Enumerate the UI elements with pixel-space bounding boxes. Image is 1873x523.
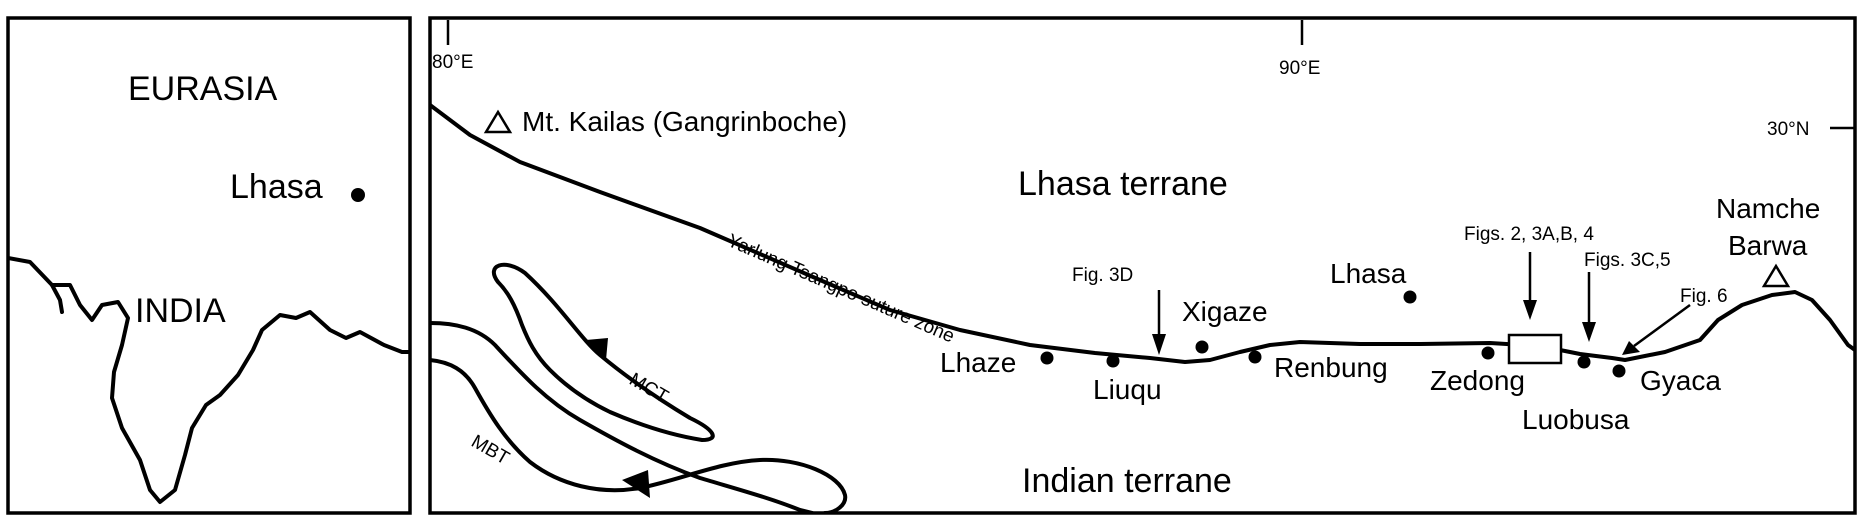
suture-zone-label: Yarlung Tsangpo suture zone [724, 230, 957, 347]
indian-terrane-label: Indian terrane [1022, 462, 1232, 500]
study-area-box [1507, 333, 1563, 365]
namche-label-line1: Namche [1716, 193, 1820, 224]
kailas-peak-icon [483, 109, 513, 134]
fig3d-label: Fig. 3D [1072, 265, 1133, 286]
fig3d-arrow [1152, 290, 1166, 355]
mbt-thrust-tooth [622, 470, 650, 498]
lhasa-label: Lhasa [1330, 258, 1407, 289]
mct-fault-outline [491, 262, 715, 442]
luobusa-dot [1577, 355, 1591, 369]
fig6-arrow [1622, 303, 1691, 355]
namche-barwa-peak-icon [1761, 263, 1791, 288]
lhaze-dot [1040, 351, 1054, 365]
liuqu-label: Liuqu [1093, 374, 1162, 405]
lhaze-label: Lhaze [940, 347, 1016, 378]
liuqu-dot [1106, 354, 1120, 368]
zedong-dot [1481, 346, 1495, 360]
inset-frame [6, 16, 412, 515]
lat-30-label: 30°N [1767, 119, 1809, 140]
figs3c-label: Figs. 3C,5 [1584, 250, 1671, 271]
figs2-arrow [1523, 252, 1537, 320]
inset-lhasa-dot [351, 188, 365, 202]
inset-label-eurasia: EURASIA [128, 70, 278, 108]
fig6-label: Fig. 6 [1680, 286, 1728, 307]
lon-80-label: 80°E [432, 52, 473, 73]
xigaze-dot [1195, 340, 1209, 354]
inset-label-india: INDIA [135, 292, 226, 330]
lon-90-label: 90°E [1279, 58, 1320, 79]
namche-label-line2: Barwa [1728, 230, 1808, 261]
lhasa-dot [1403, 290, 1417, 304]
luobusa-label: Luobusa [1522, 404, 1630, 435]
kailas-label: Mt. Kailas (Gangrinboche) [522, 106, 847, 137]
yarlung-tsangpo-suture-line [430, 103, 1855, 364]
zedong-label: Zedong [1430, 365, 1525, 396]
renbung-dot [1248, 350, 1262, 364]
figs3c-arrow [1582, 272, 1596, 342]
xigaze-label: Xigaze [1182, 296, 1268, 327]
india-coastline [8, 256, 410, 504]
main-map: 80°E 90°E 30°N Mt. Kailas (Gangrinboche)… [428, 16, 1857, 515]
renbung-label: Renbung [1274, 352, 1388, 383]
inset-coast-west [50, 283, 64, 314]
gyaca-label: Gyaca [1640, 365, 1721, 396]
mct-thrust-tooth [586, 338, 608, 360]
mbt-fault-line [430, 321, 814, 513]
inset-label-lhasa: Lhasa [230, 168, 323, 206]
main-frame [428, 16, 1857, 515]
inset-map: EURASIA INDIA Lhasa [6, 16, 412, 515]
gyaca-dot [1612, 364, 1626, 378]
figs2-label: Figs. 2, 3A,B, 4 [1464, 224, 1594, 245]
lhasa-terrane-label: Lhasa terrane [1018, 165, 1228, 203]
